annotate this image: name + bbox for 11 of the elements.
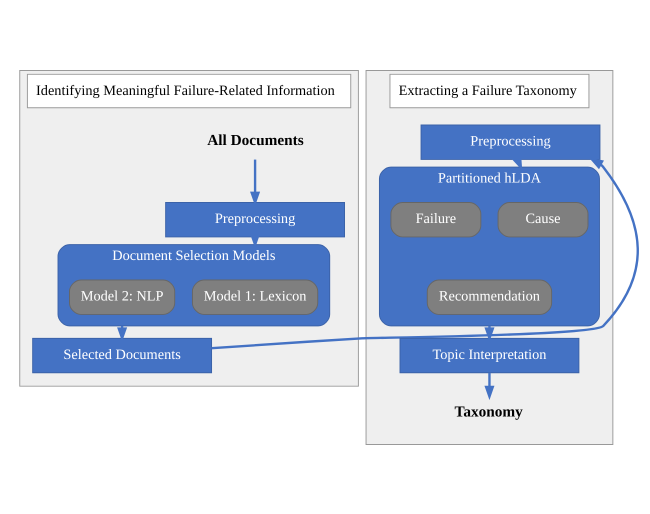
node-box: Model 1: Lexicon <box>192 279 318 314</box>
node-box: Failure <box>390 202 482 237</box>
node-box: Topic Interpretation <box>400 337 580 373</box>
node-text: Taxonomy <box>454 403 523 420</box>
node-box: Cause <box>498 202 588 237</box>
arrow <box>484 372 494 400</box>
node-box: Recommendation <box>426 279 552 314</box>
node-box: Model 2: NLP <box>69 279 176 314</box>
node-box: Selected Documents <box>32 337 212 373</box>
node-text: All Documents <box>207 131 304 148</box>
arrow <box>250 159 260 206</box>
